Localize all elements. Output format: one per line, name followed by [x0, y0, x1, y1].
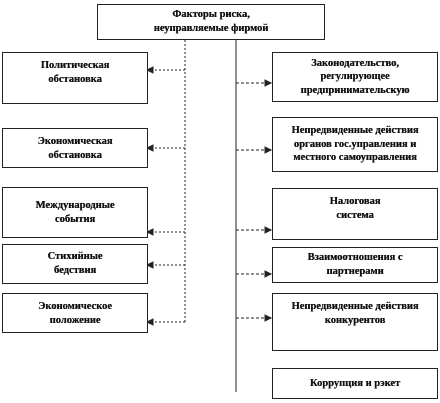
- right-factor-legislation: Законодательство, регулирующее предприни…: [272, 52, 438, 102]
- right-branch-arrows: [236, 79, 273, 322]
- root-box: Факторы риска, неуправляемые фирмой: [97, 4, 325, 40]
- right-factor-corruption: Коррупция и рэкет: [272, 368, 438, 399]
- right-factor-tax-system: Налоговая система: [272, 188, 438, 240]
- left-factor-economic-position: Экономическое положение: [2, 293, 148, 333]
- right-factor-government-actions: Непредвиденные действия органов гос.упра…: [272, 117, 438, 172]
- right-factor-competitors: Непредвиденные действия конкурентов: [272, 293, 438, 351]
- left-factor-political: Политическая обстановка: [2, 52, 148, 104]
- left-branch-arrows: [145, 66, 185, 326]
- left-factor-international: Международные события: [2, 187, 148, 238]
- left-factor-economic: Экономическая обстановка: [2, 128, 148, 168]
- left-factor-disasters: Стихийные бедствия: [2, 244, 148, 284]
- right-factor-partners: Взаимоотношения с партнерами: [272, 247, 438, 283]
